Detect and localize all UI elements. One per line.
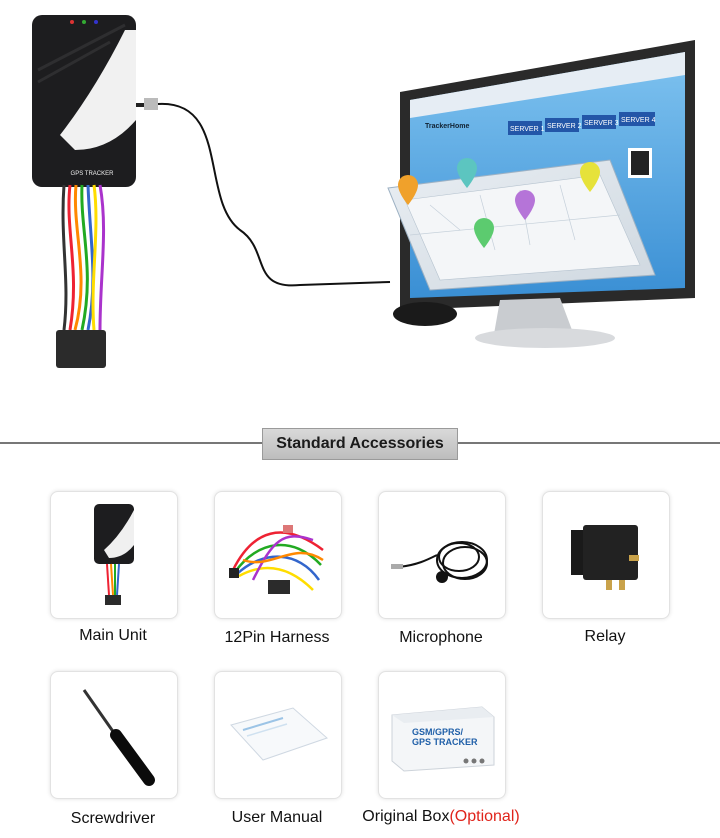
original-box-label: Original Box(Optional) xyxy=(362,808,520,825)
website-title: TrackerHome xyxy=(425,123,469,130)
device-brand-text: GPS TRACKER xyxy=(71,171,115,177)
original-box-image: GSM/GPRS/ GPS TRACKER xyxy=(391,706,495,772)
microphone-image xyxy=(391,541,488,583)
screwdriver-image xyxy=(82,689,155,786)
main-unit-label: Main Unit xyxy=(79,627,147,644)
gps-device-image: GPS TRACKER xyxy=(32,15,391,368)
section-title: Standard Accessories xyxy=(262,428,458,460)
server-button-4: SERVER 4 xyxy=(621,117,656,124)
svg-text:GPS TRACKER: GPS TRACKER xyxy=(412,737,478,747)
user-manual-tile xyxy=(214,671,342,799)
harness-image xyxy=(229,525,324,594)
screwdriver-label: Screwdriver xyxy=(70,810,156,827)
relay-label: Relay xyxy=(584,628,626,645)
relay-tile xyxy=(542,491,670,619)
server-button-2: SERVER 2 xyxy=(547,123,582,130)
user-manual-image xyxy=(230,707,328,761)
harness-label: 12Pin Harness xyxy=(224,629,330,646)
microphone-tile xyxy=(378,491,506,619)
original-box-tile: GSM/GPRS/ GPS TRACKER xyxy=(378,671,506,799)
screwdriver-tile xyxy=(50,671,178,799)
optional-tag: (Optional) xyxy=(449,808,520,825)
server-button-1: SERVER 1 xyxy=(510,126,545,133)
user-manual-label: User Manual xyxy=(231,809,323,826)
relay-image xyxy=(571,525,639,590)
server-button-3: SERVER 3 xyxy=(584,120,619,127)
harness-tile xyxy=(214,491,342,619)
svg-text:GSM/GPRS/: GSM/GPRS/ xyxy=(412,727,464,737)
main-unit-image xyxy=(94,504,134,605)
hero-illustration: GPS TRACKER TrackerHome SERVER 1 SERVER … xyxy=(32,15,695,368)
computer-monitor-image: TrackerHome SERVER 1 SERVER 2 SERVER 3 S… xyxy=(387,40,695,348)
main-unit-tile xyxy=(50,491,178,619)
microphone-label: Microphone xyxy=(399,629,483,646)
